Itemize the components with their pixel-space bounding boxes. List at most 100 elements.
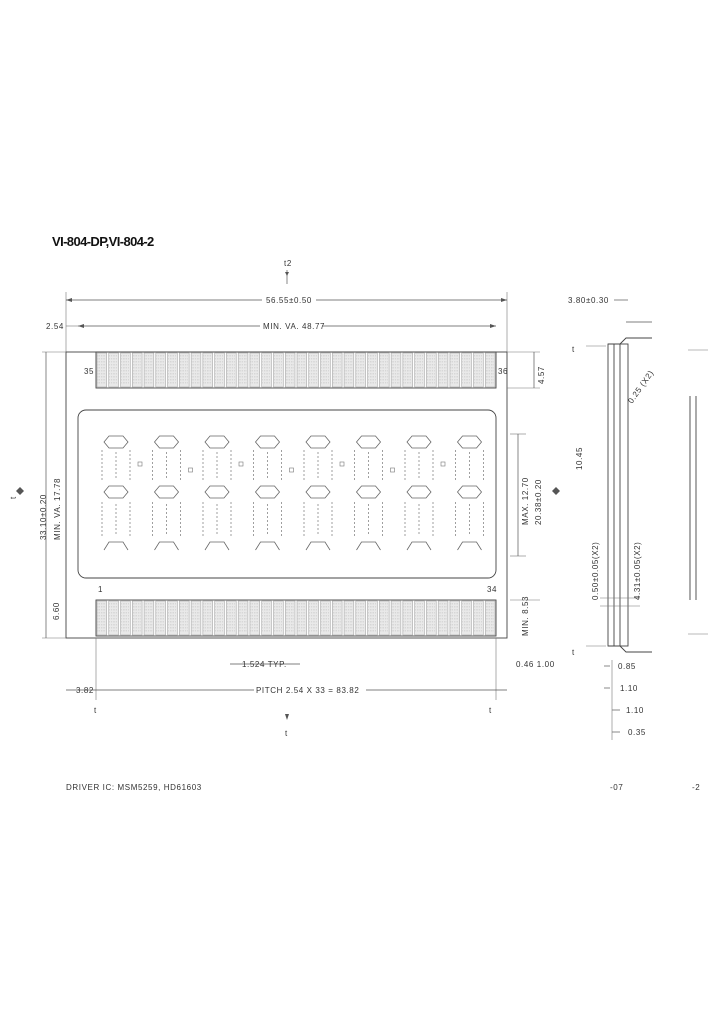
segment-bottom xyxy=(103,541,129,551)
pin-lead xyxy=(226,600,237,636)
digit-cell xyxy=(354,435,395,551)
segment-middle xyxy=(355,485,382,499)
pin-lead xyxy=(179,600,190,636)
pin-lead xyxy=(308,352,319,388)
segment-bottom xyxy=(305,541,331,551)
pin-lead xyxy=(332,352,343,388)
pin-lead xyxy=(437,600,449,636)
top-pin-group xyxy=(96,352,496,388)
pin-lead xyxy=(226,352,237,388)
tab-top-label: 4.57 xyxy=(537,366,546,384)
digit-cell xyxy=(303,435,345,551)
pin-lead xyxy=(355,352,366,388)
pin1-centerline-label: t xyxy=(94,706,97,715)
arrow-left-icon xyxy=(78,324,84,328)
segment-bottom xyxy=(457,541,482,551)
segment-bottom xyxy=(255,541,280,551)
segment-middle xyxy=(305,485,331,499)
label-bg xyxy=(262,294,316,305)
segment-bottom xyxy=(406,541,432,551)
digit-cell xyxy=(455,435,484,551)
drawing-title: VI-804-DP,VI-804-2 xyxy=(52,234,154,249)
pin-lead xyxy=(155,352,166,388)
module-outline xyxy=(65,351,508,639)
digit-group xyxy=(101,435,484,551)
left-offset-label: 2.54 xyxy=(46,322,64,331)
pin-lead xyxy=(390,352,402,388)
segment-top xyxy=(305,435,331,449)
left-marker-label: t xyxy=(9,496,18,499)
pin-lead xyxy=(143,600,155,636)
segment-bottom xyxy=(356,541,381,551)
pin-lead xyxy=(414,352,425,388)
pin-lead xyxy=(296,600,308,636)
right-center-marker-icon xyxy=(552,487,560,495)
overall-height-label: 33.10±0.20 xyxy=(39,494,48,540)
pin-lead xyxy=(402,352,413,388)
overall-width-label: 56.55±0.50 xyxy=(266,296,312,305)
decimal-point xyxy=(137,461,143,467)
segment-top xyxy=(254,435,281,449)
pin-lead xyxy=(261,352,272,388)
pin-lead xyxy=(143,352,155,388)
segment-top xyxy=(204,435,230,449)
panel-dim-2-label: 0.50±0.05(X2) xyxy=(591,542,600,600)
pin-lead xyxy=(190,352,202,388)
pin-lead xyxy=(190,600,202,636)
pin-lead xyxy=(273,352,284,388)
digit-window-label: 20.38±0.20 xyxy=(534,479,543,525)
arrow-left-icon xyxy=(66,298,72,302)
bottom-center-marker: t xyxy=(285,729,288,738)
pin34-centerline-label: t xyxy=(489,706,492,715)
segment-top xyxy=(153,435,180,449)
top-centerline-marker: t2 xyxy=(284,259,292,268)
pin-lead xyxy=(120,352,131,388)
side-top-marker: t xyxy=(572,345,575,354)
pin-lead xyxy=(343,600,355,636)
pin-lead xyxy=(402,600,413,636)
segment-middle xyxy=(456,485,483,499)
decimal-point xyxy=(390,467,395,473)
segment-top xyxy=(456,435,483,449)
pin-lead xyxy=(449,352,460,388)
pin-lead xyxy=(473,600,484,636)
pin-length-d-label: 0.35 xyxy=(628,728,646,737)
page-reference-2: -2 xyxy=(692,783,700,792)
pitch-formula-label: PITCH 2.54 X 33 = 83.82 xyxy=(256,686,359,695)
pin-lead xyxy=(179,352,190,388)
segment-middle xyxy=(406,485,432,499)
side-glass-panel xyxy=(607,343,615,647)
pin-lead xyxy=(284,600,296,636)
pin-length-a-label: 0.85 xyxy=(618,662,636,671)
label-bg xyxy=(260,320,322,331)
pin-width-note: 0.46 1.00 xyxy=(516,660,555,669)
segment-middle xyxy=(103,485,129,499)
decimal-point xyxy=(339,461,345,467)
decimal-point xyxy=(238,461,244,467)
height-label-group: 33.10±0.20 MIN. VA. 17.78 xyxy=(39,478,62,540)
pin-lead xyxy=(355,600,366,636)
min-height-label: MIN. 8.53 xyxy=(521,596,530,636)
pin-lead xyxy=(437,352,449,388)
pin-lead xyxy=(155,600,166,636)
pin-lead xyxy=(120,600,131,636)
pin-lead xyxy=(167,352,178,388)
pin-lead xyxy=(426,600,437,636)
bottom-last-pin-number: 34 xyxy=(487,585,497,594)
pin-lead xyxy=(390,600,402,636)
segment-top xyxy=(103,435,129,449)
page-reference-1: -07 xyxy=(610,783,623,792)
pin-lead xyxy=(284,352,296,388)
pin-lead xyxy=(414,600,425,636)
decimal-point xyxy=(440,461,446,467)
pin-lead xyxy=(108,352,119,388)
tab-bottom-label: 6.60 xyxy=(52,602,61,620)
segment-bottom xyxy=(154,541,179,551)
segment-top xyxy=(355,435,382,449)
segment-middle xyxy=(204,485,230,499)
bottom-pin-group xyxy=(96,600,496,636)
side-bottom-lip xyxy=(608,645,652,653)
pin-lead xyxy=(261,600,272,636)
side-body-panel xyxy=(619,343,629,647)
